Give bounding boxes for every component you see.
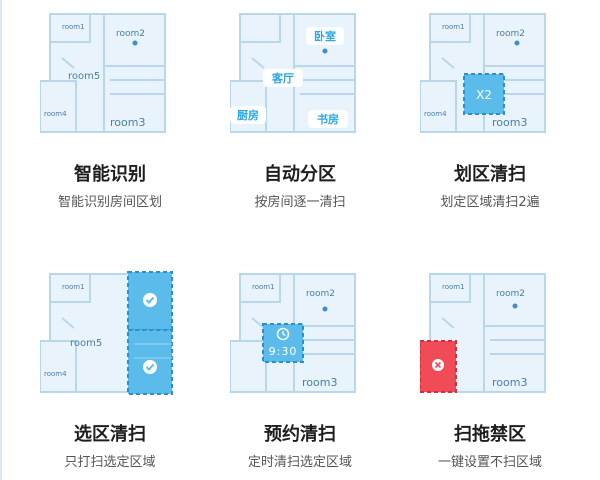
room2-area (293, 273, 356, 327)
room-tag-bedroom-bg (306, 27, 344, 45)
feature-title: 预约清扫 (264, 424, 336, 445)
room-label-room5: room5 (68, 71, 100, 82)
feature-title: 自动分区 (264, 164, 336, 185)
room-label-room3: room3 (110, 116, 145, 129)
robot-dock-dot (514, 40, 520, 46)
room-label-room1: room1 (62, 283, 85, 291)
room-label-room4: room4 (44, 110, 67, 118)
room-label-room4: room4 (44, 370, 67, 378)
feature-subtitle: 只打扫选定区域 (64, 455, 156, 470)
room-tag-bedroom[interactable]: 卧室 (314, 29, 336, 43)
room-tag-kitchen-bg (230, 106, 266, 124)
feature-subtitle: 定时清扫选定区域 (247, 455, 352, 470)
room1-area (239, 13, 281, 43)
feature-card-zone-cleaning[interactable]: room1 room2 room4 room3 X2 划区清扫 划定区域清扫2遍 (400, 0, 580, 220)
feature-card-room-select[interactable]: room1 room5 room4 选区清扫 只打扫选定区域 (20, 260, 200, 480)
room-tag-living-bg (263, 69, 303, 87)
room2-area (103, 13, 166, 67)
room1-area (429, 273, 471, 303)
feature-card-no-go-zone[interactable]: room1 room2 room3 扫拖禁区 一键设置不扫区域 (400, 260, 580, 480)
feature-card-auto-partition[interactable]: 卧室 客厅 厨房 书房 自动分区 按房间逐一清扫 (210, 0, 390, 220)
robot-dock-dot (132, 40, 138, 46)
room4-area (420, 80, 457, 133)
room-label-room2: room2 (306, 289, 335, 299)
floor-plan-map: room1 room2 room5 room4 room3 (40, 13, 166, 133)
room-label-room1: room1 (442, 23, 465, 31)
room-tag-study-bg (308, 110, 348, 128)
room-label-room3: room3 (492, 376, 527, 389)
feature-card-scheduled-cleaning[interactable]: room1 room2 room3 9:30 预约清扫 定时清扫选定区域 (210, 260, 390, 480)
room4-area (230, 340, 267, 393)
floor-plan-map: 卧室 客厅 厨房 书房 (230, 13, 356, 133)
zone-repeat-label: X2 (476, 88, 492, 102)
check-circle-icon (143, 360, 157, 374)
room3-area (103, 65, 166, 133)
room-label-room3: room3 (492, 116, 527, 129)
cleaning-zone-box[interactable] (463, 73, 505, 115)
room-label-room4: room4 (424, 110, 447, 118)
feature-subtitle: 按房间逐一清扫 (254, 195, 346, 210)
room-label-room5: room5 (70, 338, 102, 349)
room1-area (49, 273, 91, 303)
room-tag-living[interactable]: 客厅 (271, 71, 294, 85)
room-label-room2: room2 (496, 29, 525, 39)
feature-title: 智能识别 (74, 164, 146, 185)
check-circle-icon (143, 293, 157, 307)
feature-subtitle: 一键设置不扫区域 (437, 455, 542, 470)
feature-title: 划区清扫 (454, 164, 526, 185)
scheduled-zone-box[interactable] (262, 323, 304, 363)
floor-plan-map: room1 room5 room4 (40, 271, 173, 395)
feature-card-smart-recognition[interactable]: room1 room2 room5 room4 room3 智能识别 智能识别房… (20, 0, 200, 220)
room-label-room1: room1 (62, 23, 85, 31)
floor-plan-map: room1 room2 room3 9:30 (230, 273, 356, 393)
room-label-room3: room3 (302, 376, 337, 389)
feature-title: 扫拖禁区 (454, 424, 526, 445)
room-label-room2: room2 (116, 29, 145, 39)
feature-title: 选区清扫 (74, 424, 146, 445)
room-tag-kitchen[interactable]: 厨房 (237, 108, 259, 122)
room3-area (483, 325, 546, 393)
feature-subtitle: 划定区域清扫2遍 (440, 195, 540, 210)
close-circle-icon (432, 359, 444, 371)
room4-area (40, 80, 77, 133)
floor-plan-map: room1 room2 room4 room3 X2 (420, 13, 546, 133)
room3-area (293, 325, 356, 393)
room1-area (239, 273, 281, 303)
schedule-time: 9:30 (269, 345, 298, 358)
room4-area (40, 340, 77, 393)
robot-dock-dot (512, 303, 518, 309)
room2-area (483, 13, 546, 67)
room-label-room1: room1 (442, 283, 465, 291)
robot-dock-dot (322, 48, 328, 54)
robot-dock-dot (322, 306, 328, 312)
room1-area (49, 13, 91, 43)
room2-area (483, 273, 546, 327)
feature-subtitle: 智能识别房间区划 (57, 195, 162, 210)
room-tag-study[interactable]: 书房 (317, 112, 339, 126)
left-border (0, 0, 2, 480)
room-label-room2: room2 (496, 289, 525, 299)
clock-icon (276, 327, 290, 341)
room-label-room1: room1 (252, 283, 275, 291)
floor-plan-map: room1 room2 room3 (420, 273, 546, 393)
room1-area (429, 13, 471, 43)
